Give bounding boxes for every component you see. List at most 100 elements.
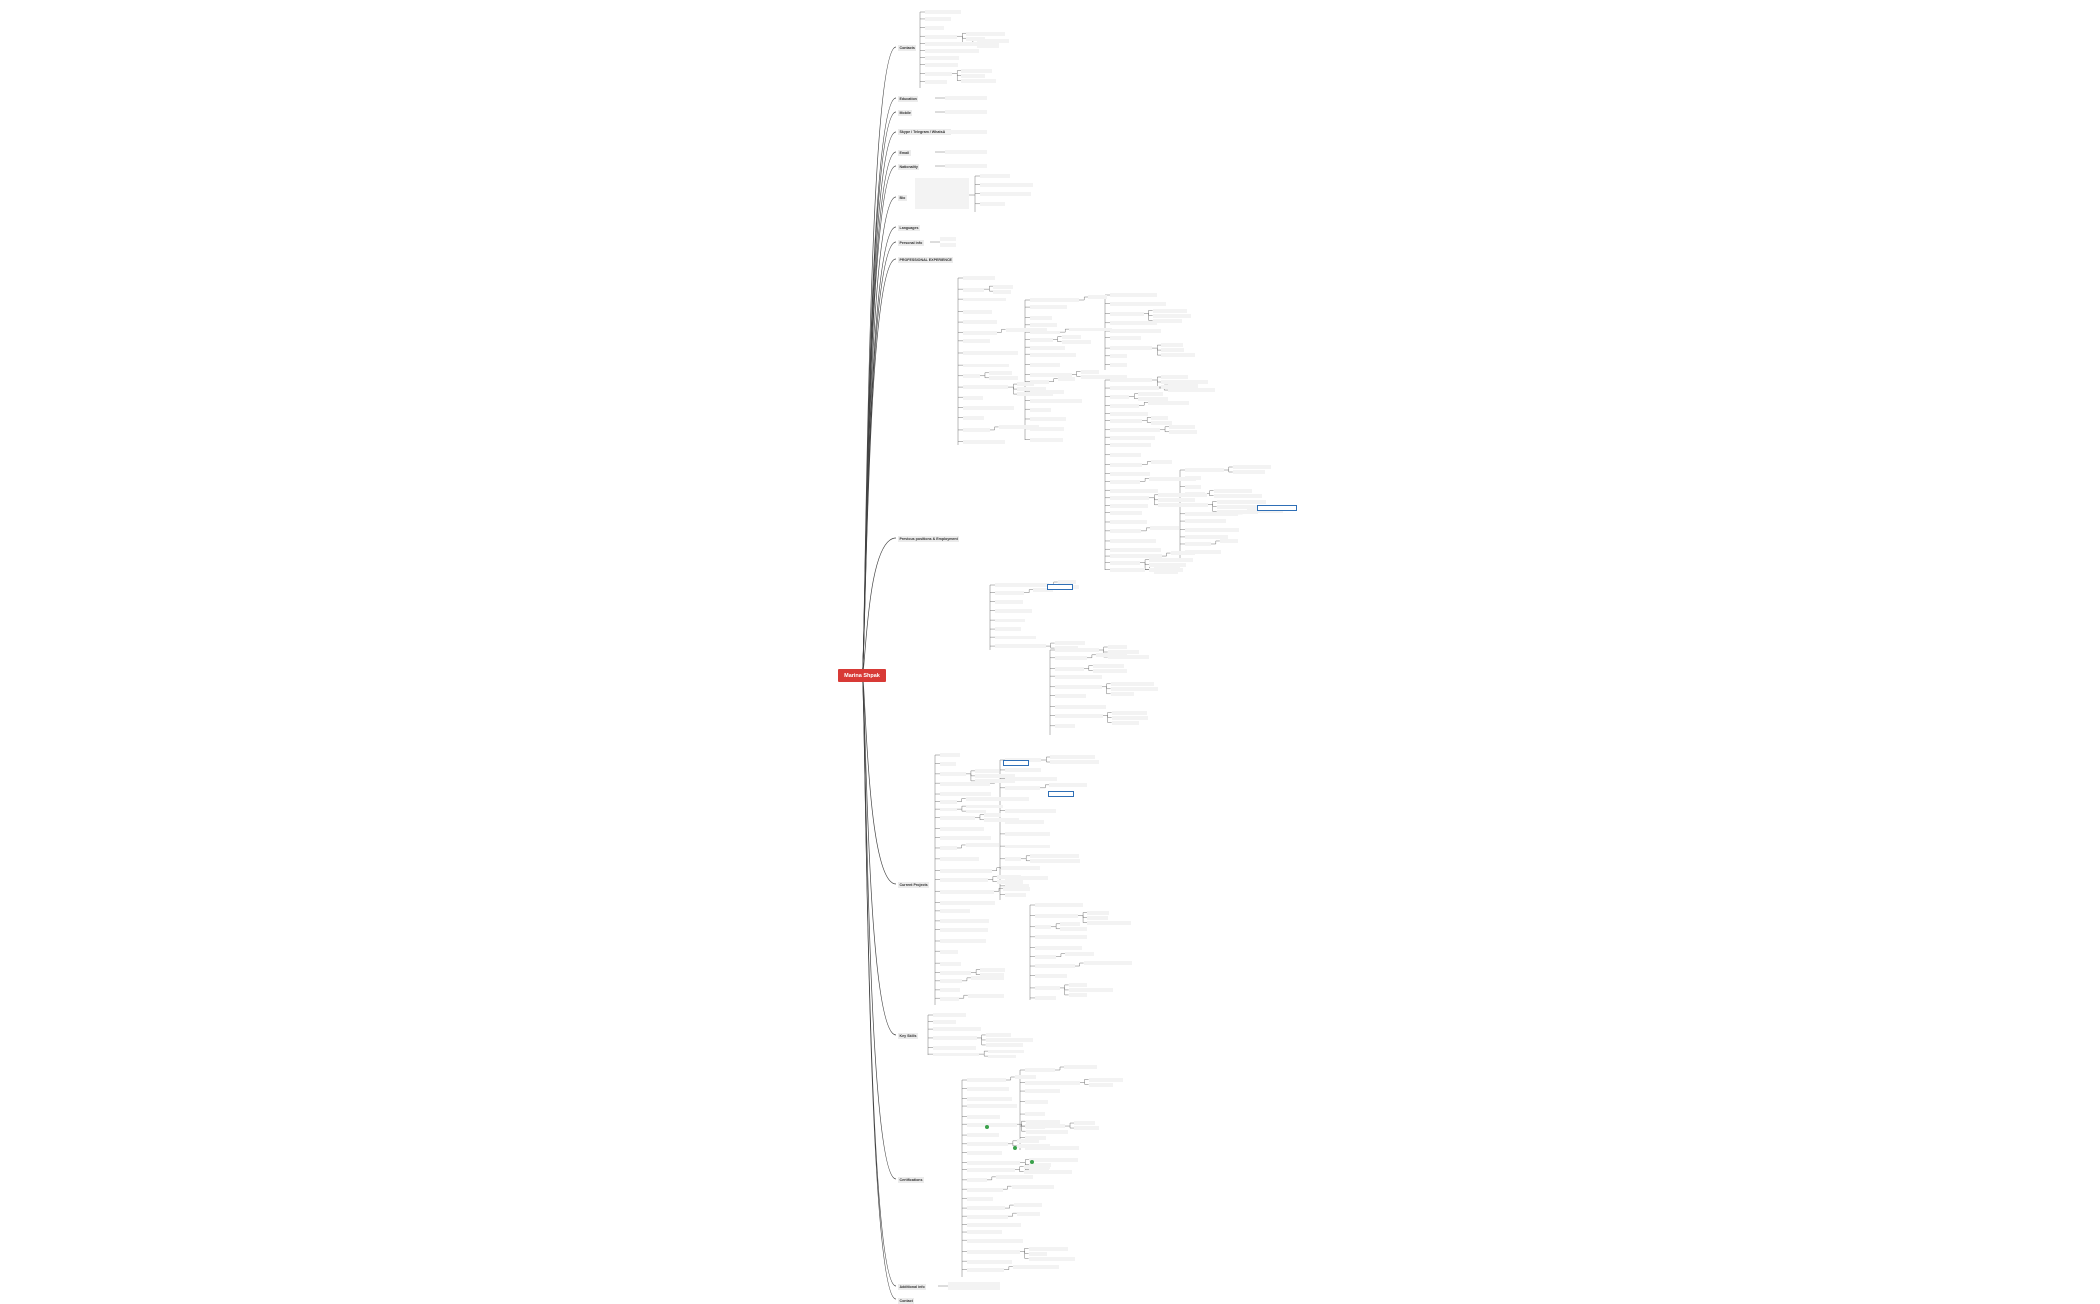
leaf-node[interactable]: [966, 41, 1000, 46]
leaf-node[interactable]: [1110, 539, 1157, 544]
leaf-node[interactable]: [1005, 327, 1047, 332]
leaf-node[interactable]: [983, 818, 1020, 823]
leaf-node[interactable]: [1030, 298, 1080, 303]
leaf-node[interactable]: [1025, 1099, 1049, 1104]
leaf-node[interactable]: [925, 10, 961, 15]
leaf-node[interactable]: [925, 79, 948, 84]
leaf-node[interactable]: [967, 1096, 1013, 1101]
leaf-node[interactable]: [967, 1214, 1008, 1219]
leaf-node[interactable]: [1149, 476, 1197, 481]
leaf-node[interactable]: [1005, 786, 1041, 791]
leaf-node[interactable]: [1057, 377, 1075, 382]
leaf-node[interactable]: [1030, 338, 1053, 343]
leaf-node[interactable]: [1151, 415, 1169, 420]
leaf-node[interactable]: [1030, 352, 1077, 357]
leaf-node[interactable]: [1213, 489, 1253, 494]
leaf-node[interactable]: [967, 1206, 1005, 1211]
leaf-node[interactable]: [963, 351, 1018, 356]
leaf-node[interactable]: [1152, 318, 1182, 323]
leaf-node[interactable]: [1185, 502, 1208, 507]
branch-certifications[interactable]: Certifications: [898, 1177, 924, 1183]
leaf-node[interactable]: [1064, 1065, 1098, 1070]
leaf-node[interactable]: [961, 69, 993, 74]
leaf-node[interactable]: [1151, 459, 1173, 464]
leaf-node[interactable]: [1185, 519, 1227, 524]
leaf-node[interactable]: [1110, 321, 1158, 326]
leaf-node[interactable]: [1088, 1077, 1124, 1082]
leaf-node[interactable]: [1061, 335, 1081, 340]
branch-bio[interactable]: Bio: [898, 195, 907, 201]
leaf-node[interactable]: [1068, 993, 1087, 998]
leaf-node[interactable]: [933, 1020, 957, 1024]
leaf-node[interactable]: [967, 1259, 1012, 1264]
leaf-node[interactable]: [967, 1122, 1017, 1127]
branch-email[interactable]: Email: [898, 150, 911, 156]
leaf-node[interactable]: [1168, 383, 1199, 388]
leaf-node[interactable]: [1111, 710, 1148, 715]
leaf-node[interactable]: [1185, 512, 1238, 517]
leaf-node[interactable]: [1035, 913, 1079, 918]
leaf-node[interactable]: [940, 753, 960, 758]
leaf-node[interactable]: [1005, 797, 1029, 802]
leaf-node[interactable]: [1035, 945, 1082, 950]
leaf-node[interactable]: [1035, 955, 1056, 960]
leaf-node[interactable]: [966, 36, 986, 41]
leaf-node[interactable]: [967, 1133, 1000, 1138]
branch-education[interactable]: Education: [898, 96, 919, 102]
leaf-node[interactable]: [995, 618, 1026, 623]
leaf-node[interactable]: [967, 1249, 1020, 1254]
leaf-node[interactable]: [961, 79, 996, 84]
leaf-node[interactable]: [1246, 509, 1284, 514]
leaf-node[interactable]: [963, 287, 985, 292]
leaf-node[interactable]: [967, 1161, 1021, 1165]
leaf-node[interactable]: [1161, 375, 1188, 380]
leaf-node[interactable]: [1092, 668, 1128, 673]
leaf-node[interactable]: [1055, 666, 1084, 671]
leaf-node[interactable]: [1055, 694, 1087, 699]
leaf-node[interactable]: [1185, 484, 1202, 489]
leaf-node[interactable]: [1035, 986, 1060, 991]
leaf-node[interactable]: [1158, 503, 1186, 508]
leaf-node[interactable]: [967, 1142, 1008, 1147]
leaf-node[interactable]: [1080, 369, 1100, 374]
leaf-node[interactable]: [1017, 382, 1034, 387]
leaf-node[interactable]: [967, 1150, 1002, 1155]
leaf-node[interactable]: [1012, 1265, 1059, 1269]
leaf-node[interactable]: [963, 439, 1006, 444]
leaf-node[interactable]: [1087, 920, 1131, 925]
leaf-node[interactable]: [1025, 1068, 1055, 1073]
leaf-node[interactable]: [1030, 380, 1049, 385]
leaf-node[interactable]: [925, 72, 953, 77]
leaf-node[interactable]: [940, 816, 975, 821]
leaf-node[interactable]: [940, 877, 988, 882]
leaf-node[interactable]: [967, 1114, 1000, 1119]
branch-professional-experience[interactable]: PROFESSIONAL EXPERIENCE: [898, 257, 954, 263]
leaf-node[interactable]: [915, 178, 969, 209]
leaf-node[interactable]: [961, 74, 986, 79]
leaf-node[interactable]: [1110, 462, 1143, 467]
leaf-node[interactable]: [1138, 397, 1169, 402]
leaf-node[interactable]: [1092, 663, 1124, 668]
leaf-node[interactable]: [980, 968, 1005, 972]
leaf-node[interactable]: [967, 1238, 1023, 1243]
leaf-node[interactable]: [1028, 1256, 1075, 1261]
leaf-node[interactable]: [940, 869, 992, 874]
leaf-node[interactable]: [1068, 988, 1113, 993]
leaf-node[interactable]: [1023, 1170, 1072, 1175]
leaf-node[interactable]: [1110, 311, 1144, 316]
leaf-node[interactable]: [963, 363, 1009, 368]
leaf-node[interactable]: [940, 900, 996, 905]
branch-additional-info[interactable]: Additional info: [898, 1284, 927, 1290]
leaf-node[interactable]: [1232, 470, 1266, 475]
leaf-node[interactable]: [1035, 903, 1084, 908]
leaf-node[interactable]: [976, 39, 1010, 43]
leaf-node[interactable]: [945, 130, 987, 135]
leaf-node[interactable]: [1110, 561, 1141, 566]
leaf-node[interactable]: [1110, 428, 1161, 433]
leaf-node[interactable]: [988, 1049, 1024, 1054]
leaf-node[interactable]: [925, 25, 945, 30]
leaf-node[interactable]: [967, 993, 1004, 998]
leaf-node[interactable]: [1110, 692, 1135, 697]
leaf-node[interactable]: [963, 428, 990, 433]
leaf-node[interactable]: [967, 1086, 1009, 1091]
